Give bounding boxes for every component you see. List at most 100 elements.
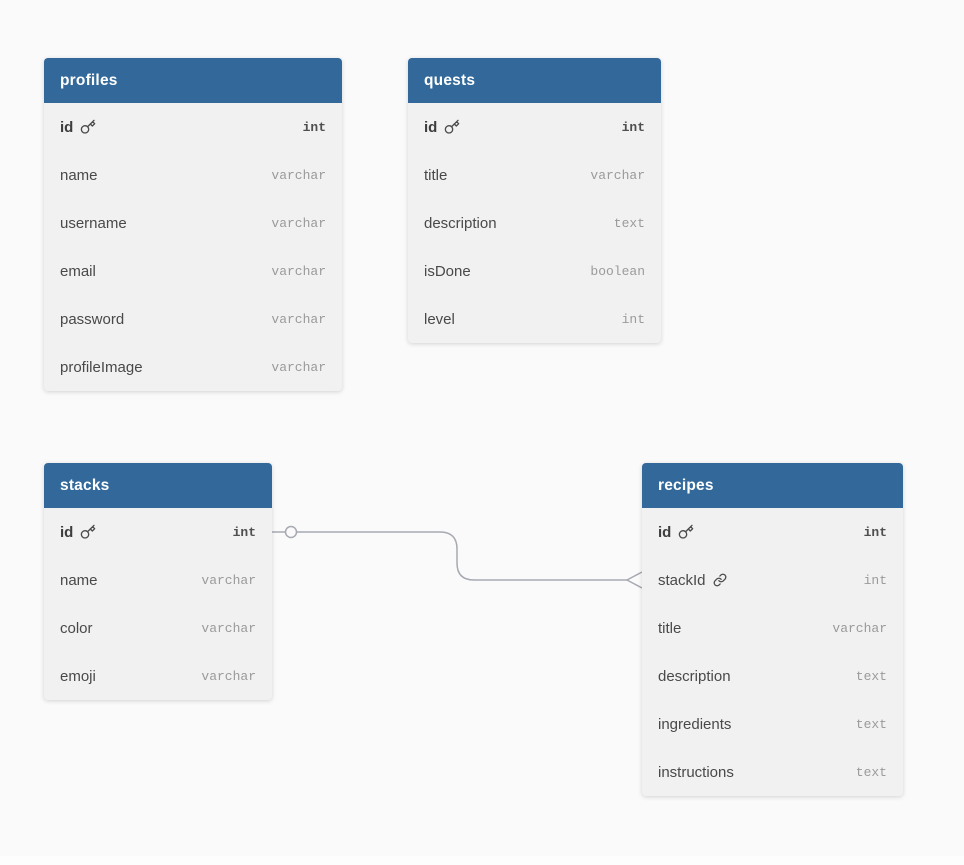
field-name: description bbox=[424, 214, 497, 232]
field-name-group: stackId bbox=[658, 572, 727, 589]
field-row-recipes-title[interactable]: title varchar bbox=[642, 604, 903, 652]
field-name: stackId bbox=[658, 571, 706, 589]
field-row-stacks-id[interactable]: id int bbox=[44, 508, 272, 556]
field-row-recipes-description[interactable]: description text bbox=[642, 652, 903, 700]
field-type: varchar bbox=[590, 167, 645, 183]
field-type: varchar bbox=[271, 359, 326, 375]
field-name: name bbox=[60, 571, 98, 589]
table-header[interactable]: profiles bbox=[44, 58, 342, 103]
field-type: varchar bbox=[201, 668, 256, 684]
field-name: profileImage bbox=[60, 358, 143, 376]
field-name: name bbox=[60, 166, 98, 184]
table-quests[interactable]: quests id int title varchar description bbox=[408, 58, 661, 343]
field-type: varchar bbox=[201, 572, 256, 588]
field-name-group: title bbox=[424, 167, 447, 184]
field-name-group: name bbox=[60, 572, 98, 589]
table-title: quests bbox=[424, 71, 476, 89]
field-name: username bbox=[60, 214, 127, 232]
field-type: boolean bbox=[590, 263, 645, 279]
relationship-line[interactable] bbox=[272, 531, 627, 581]
field-type: text bbox=[855, 764, 887, 780]
field-name-group: ingredients bbox=[658, 716, 731, 733]
field-row-recipes-id[interactable]: id int bbox=[642, 508, 903, 556]
table-title: profiles bbox=[60, 71, 118, 89]
field-name-group: email bbox=[60, 263, 96, 280]
table-header[interactable]: stacks bbox=[44, 463, 272, 508]
key-icon bbox=[444, 119, 460, 135]
field-name-group: color bbox=[60, 620, 93, 637]
field-type: int bbox=[863, 572, 887, 588]
field-type: text bbox=[855, 668, 887, 684]
field-name: title bbox=[658, 619, 682, 637]
field-type: varchar bbox=[271, 215, 326, 231]
field-row-recipes-stackId[interactable]: stackId int bbox=[642, 556, 903, 604]
field-row-quests-isDone[interactable]: isDone boolean bbox=[408, 247, 661, 295]
field-name-group: id bbox=[60, 524, 96, 541]
relationship-stacks-recipes[interactable] bbox=[272, 525, 643, 589]
table-profiles[interactable]: profiles id int name varchar username bbox=[44, 58, 342, 391]
table-recipes[interactable]: recipes id int stackId int title bbox=[642, 463, 903, 796]
field-name-group: instructions bbox=[658, 764, 734, 781]
table-body: id int name varchar color varchar emoj bbox=[44, 508, 272, 700]
table-header[interactable]: recipes bbox=[642, 463, 903, 508]
table-body: id int stackId int title varchar descr bbox=[642, 508, 903, 796]
canvas-bottom-edge bbox=[0, 856, 964, 865]
field-name-group: isDone bbox=[424, 263, 471, 280]
table-body: id int name varchar username varchar e bbox=[44, 103, 342, 391]
field-row-profiles-profileImage[interactable]: profileImage varchar bbox=[44, 343, 342, 391]
field-row-quests-level[interactable]: level int bbox=[408, 295, 661, 343]
field-type: text bbox=[613, 215, 645, 231]
field-row-profiles-name[interactable]: name varchar bbox=[44, 151, 342, 199]
field-row-profiles-password[interactable]: password varchar bbox=[44, 295, 342, 343]
field-type: int bbox=[232, 524, 256, 540]
field-name-group: id bbox=[60, 119, 96, 136]
key-icon bbox=[678, 524, 694, 540]
field-row-quests-description[interactable]: description text bbox=[408, 199, 661, 247]
field-type: int bbox=[863, 524, 887, 540]
field-name: id bbox=[424, 118, 438, 136]
field-name-group: title bbox=[658, 620, 681, 637]
field-name-group: level bbox=[424, 311, 455, 328]
link-icon bbox=[713, 573, 727, 587]
field-row-profiles-id[interactable]: id int bbox=[44, 103, 342, 151]
table-stacks[interactable]: stacks id int name varchar color bbox=[44, 463, 272, 700]
field-name-group: name bbox=[60, 167, 98, 184]
field-row-recipes-ingredients[interactable]: ingredients text bbox=[642, 700, 903, 748]
many-cardinality-marker bbox=[626, 571, 643, 589]
field-type: varchar bbox=[271, 167, 326, 183]
field-type: text bbox=[855, 716, 887, 732]
field-row-stacks-color[interactable]: color varchar bbox=[44, 604, 272, 652]
key-icon bbox=[80, 119, 96, 135]
field-name-group: emoji bbox=[60, 668, 96, 685]
field-type: varchar bbox=[201, 620, 256, 636]
field-name: emoji bbox=[60, 667, 96, 685]
field-name: email bbox=[60, 262, 96, 280]
field-row-recipes-instructions[interactable]: instructions text bbox=[642, 748, 903, 796]
field-name: level bbox=[424, 310, 455, 328]
table-header[interactable]: quests bbox=[408, 58, 661, 103]
field-name: id bbox=[60, 118, 74, 136]
field-row-profiles-email[interactable]: email varchar bbox=[44, 247, 342, 295]
field-row-stacks-emoji[interactable]: emoji varchar bbox=[44, 652, 272, 700]
field-name: title bbox=[424, 166, 448, 184]
field-type: int bbox=[302, 119, 326, 135]
field-name: id bbox=[60, 523, 74, 541]
field-name-group: description bbox=[424, 215, 497, 232]
table-title: recipes bbox=[658, 476, 714, 494]
field-name-group: password bbox=[60, 311, 124, 328]
field-row-quests-title[interactable]: title varchar bbox=[408, 151, 661, 199]
field-name-group: id bbox=[658, 524, 694, 541]
field-type: int bbox=[621, 311, 645, 327]
field-name-group: description bbox=[658, 668, 731, 685]
field-type: varchar bbox=[832, 620, 887, 636]
field-row-stacks-name[interactable]: name varchar bbox=[44, 556, 272, 604]
field-row-quests-id[interactable]: id int bbox=[408, 103, 661, 151]
field-name: id bbox=[658, 523, 672, 541]
table-body: id int title varchar description text bbox=[408, 103, 661, 343]
field-type: varchar bbox=[271, 311, 326, 327]
field-name: password bbox=[60, 310, 125, 328]
field-row-profiles-username[interactable]: username varchar bbox=[44, 199, 342, 247]
table-title: stacks bbox=[60, 476, 110, 494]
field-name-group: profileImage bbox=[60, 359, 143, 376]
